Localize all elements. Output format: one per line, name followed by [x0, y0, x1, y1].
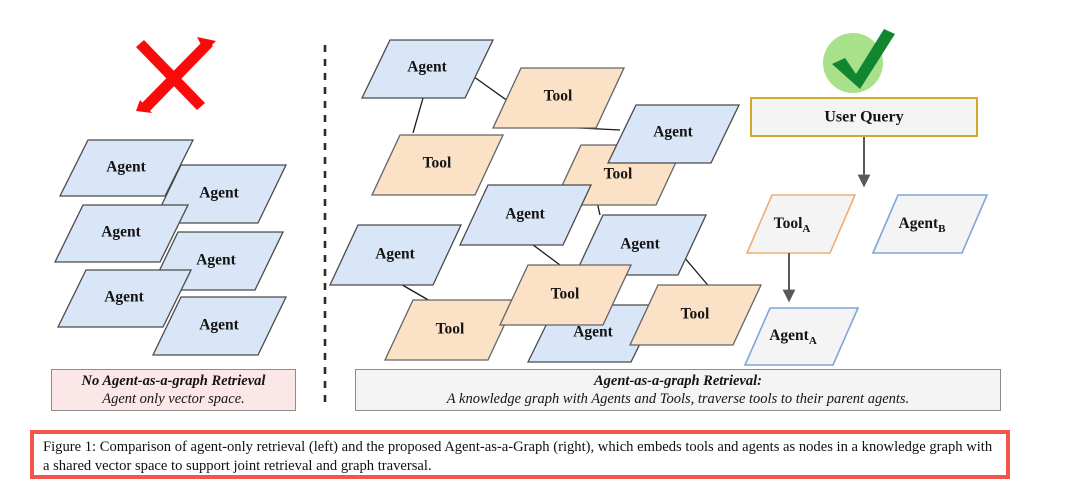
left-agent-node-3: Agent [53, 204, 190, 263]
graph-node-label-a4: Agent [620, 236, 660, 253]
legend-box-right: Agent-as-a-graph Retrieval: A knowledge … [355, 369, 1001, 411]
left-agent-label-6: Agent [199, 317, 239, 334]
graph-node-label-t1: Tool [544, 88, 573, 105]
retrieved-node-agentA: AgentA [743, 307, 860, 366]
edge-a1-t1 [469, 73, 513, 105]
left-agent-label-5: Agent [104, 289, 144, 306]
left-agent-node-1: Agent [58, 139, 195, 197]
figure-caption: Figure 1: Comparison of agent-only retri… [30, 430, 1010, 479]
legend-box-left: No Agent-as-a-graph Retrieval Agent only… [51, 369, 296, 411]
legend-left-line1: No Agent-as-a-graph Retrieval [81, 373, 266, 389]
left-agent-stack: Agent Agent Agent Agent Agent [53, 139, 288, 356]
graph-node-a3: Agent [458, 184, 593, 246]
graph-node-label-a6: Agent [573, 324, 613, 341]
graph-node-label-t5: Tool [681, 306, 710, 323]
graph-node-label-t4: Tool [551, 286, 580, 303]
left-agent-node-5: Agent [56, 269, 193, 328]
graph-node-t4: Tool [498, 264, 633, 326]
green-check-icon [823, 29, 895, 93]
graph-node-t5: Tool [628, 284, 763, 346]
left-agent-label-1: Agent [106, 159, 146, 176]
red-cross-icon [136, 37, 216, 113]
left-agent-label-2: Agent [199, 185, 239, 202]
retrieved-node-toolA: ToolA [745, 194, 857, 254]
graph-node-label-a2: Agent [653, 124, 693, 141]
edge-a1-t2 [412, 97, 424, 134]
graph-node-label-a3: Agent [505, 206, 545, 223]
left-panel: Agent Agent Agent Agent Agent [53, 37, 288, 356]
retrieved-node-label-toolA: ToolA [774, 215, 811, 235]
legend-right-line1: Agent-as-a-graph Retrieval: [594, 373, 762, 389]
graph-node-label-t3: Tool [604, 166, 633, 183]
graph-node-a2: Agent [606, 104, 741, 164]
graph-node-a5: Agent [328, 224, 463, 286]
legend-left-line2: Agent only vector space. [102, 391, 245, 408]
retrieved-node-label-agentB: AgentB [899, 215, 947, 235]
retrieved-node-label-agentA: AgentA [769, 327, 817, 347]
legend-right-line2: A knowledge graph with Agents and Tools,… [446, 391, 910, 408]
graph-node-t6: Tool [383, 299, 518, 361]
middle-panel-graph: Agent Tool Tool Tool Agent Agent [328, 39, 763, 363]
graph-node-label-a1: Agent [407, 59, 447, 76]
graph-node-t1: Tool [491, 67, 626, 129]
graph-node-a4: Agent [573, 214, 708, 276]
retrieved-node-agentB: AgentB [871, 194, 989, 254]
right-panel: User Query ToolA AgentB AgentA [743, 29, 989, 366]
graph-node-label-t6: Tool [436, 321, 465, 338]
left-agent-node-6: Agent [151, 296, 288, 356]
graph-node-a1: Agent [360, 39, 495, 99]
left-agent-label-4: Agent [196, 252, 236, 269]
left-agent-label-3: Agent [101, 224, 141, 241]
graph-node-t2: Tool [370, 134, 505, 196]
user-query-box[interactable]: User Query [750, 97, 978, 137]
user-query-label: User Query [824, 109, 903, 126]
graph-node-label-t2: Tool [423, 155, 452, 172]
graph-node-label-a5: Agent [375, 246, 415, 263]
